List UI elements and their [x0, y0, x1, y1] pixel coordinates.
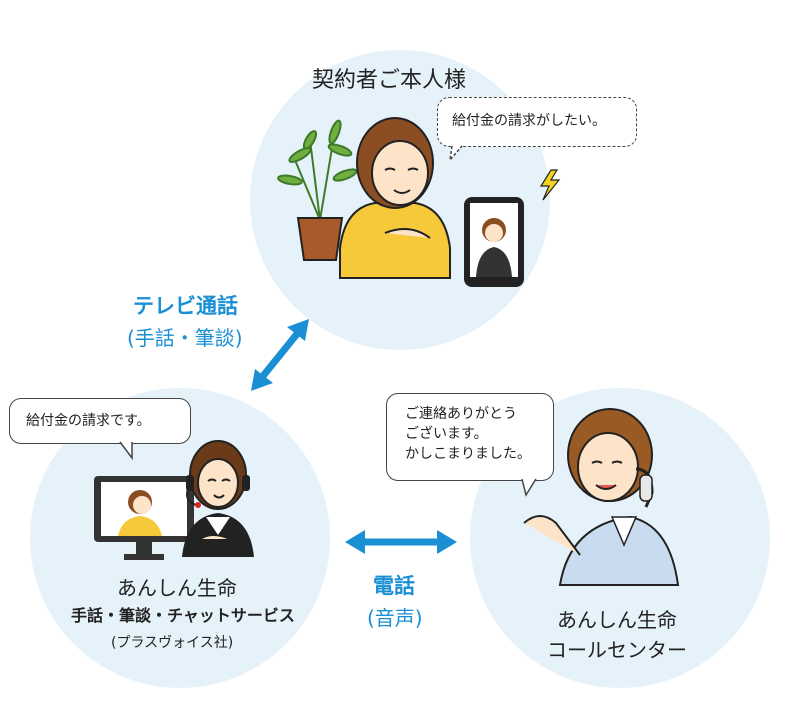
- customer-title: 契約者ご本人様: [312, 68, 467, 93]
- relay-speech-bubble: 給付金の請求です。: [9, 398, 191, 444]
- relay-service-name: あんしん生命: [117, 576, 237, 600]
- phone-call-sublabel: (音声): [367, 606, 423, 630]
- phone-call-arrow: [345, 530, 457, 554]
- relay-operator-illustration: [182, 440, 254, 557]
- call-center-name: あんしん生命: [557, 608, 677, 632]
- customer-bubble-tail: [448, 145, 463, 163]
- call-center-speech-bubble: ご連絡ありがとう ございます。 かしこまりました。: [386, 393, 554, 481]
- call-center-bubble-tail: [521, 478, 537, 497]
- video-call-sublabel: (手話・筆談): [127, 326, 243, 350]
- monitor-device: [94, 476, 194, 560]
- plant-illustration: [277, 119, 358, 261]
- customer-speech-text: 給付金の請求がしたい。: [452, 113, 606, 129]
- relay-bubble-tail: [119, 441, 133, 461]
- lightning-icon: [539, 169, 561, 201]
- relay-service-provider: (プラスヴォイス社): [111, 635, 234, 651]
- phone-call-label: 電話: [373, 574, 415, 598]
- video-call-label: テレビ通話: [133, 294, 238, 318]
- call-center-department: コールセンター: [547, 638, 687, 662]
- call-center-speech-line: かしこまりました。: [405, 446, 531, 462]
- tablet-device: [464, 197, 524, 287]
- relay-speech-text: 給付金の請求です。: [26, 413, 151, 429]
- call-center-speech-line: ご連絡ありがとう: [405, 406, 517, 422]
- call-center-speech-line: ございます。: [405, 426, 488, 442]
- video-call-arrow: [251, 319, 309, 391]
- customer-speech-bubble: 給付金の請求がしたい。: [437, 97, 637, 147]
- customer-woman-illustration: [339, 117, 451, 279]
- relay-service-description: 手話・筆談・チャットサービス: [71, 606, 295, 625]
- call-center-operator-illustration: [523, 408, 680, 586]
